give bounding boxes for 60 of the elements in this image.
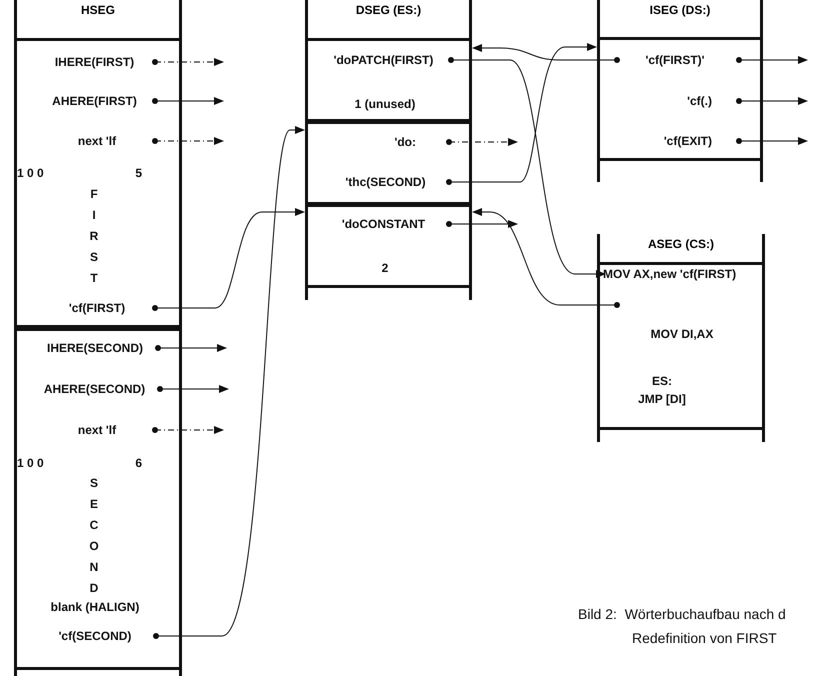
- pointer-arrow: [446, 138, 518, 146]
- record-block: [305, 121, 472, 205]
- memory-segment: [597, 234, 765, 442]
- pointer-arrow: [448, 57, 606, 278]
- pointer-arrow: [153, 126, 305, 639]
- pointer-arrow: [736, 97, 808, 105]
- record-block: [305, 38, 472, 122]
- pointer-dot: [614, 302, 620, 308]
- cell-value: 'cf(EXIT): [602, 132, 736, 150]
- segment-title: ASEG (CS:): [647, 237, 715, 251]
- cell-value: 1 0 0: [17, 165, 44, 182]
- cell-value: 'doCONSTANT: [321, 215, 446, 233]
- pointer-arrow: [152, 58, 224, 66]
- cell-value: IHERE(SECOND): [35, 339, 155, 357]
- vertical-name: S E C O N D: [88, 473, 100, 599]
- cell-value: 'do:: [323, 133, 446, 151]
- segment-title: DSEG (ES:): [354, 3, 422, 17]
- pointer-arrow: [152, 97, 224, 105]
- pointer-arrow: [155, 344, 227, 352]
- record-block: [597, 37, 763, 161]
- record-block: [14, 328, 182, 670]
- cell-value: MOV AX,new 'cf(FIRST): [603, 265, 760, 283]
- pointer-arrow: [736, 56, 808, 64]
- memory-segment: [305, 0, 472, 300]
- cell-value: next 'lf: [42, 132, 152, 150]
- memory-segment: [14, 0, 182, 676]
- vertical-name: F I R S T: [88, 184, 100, 289]
- figure-caption: Bild 2: Wörterbuchaufbau nach d Redefinition von FIRST: [578, 605, 786, 648]
- cell-value: 1 0 0: [17, 455, 44, 472]
- pointer-arrow: [152, 426, 224, 434]
- pointer-arrow: [472, 44, 620, 63]
- record-block: [14, 38, 182, 328]
- cell-value: ES: JMP [DI]: [617, 372, 707, 406]
- cell-value: 1 (unused): [337, 95, 433, 113]
- cell-value: 6: [135, 455, 142, 472]
- cell-value: 'cf(.): [602, 92, 736, 110]
- cell-value: 'cf(FIRST): [42, 299, 152, 317]
- pointer-arrow: [152, 137, 224, 145]
- pointer-arrow: [446, 220, 518, 228]
- cell-value: AHERE(SECOND): [32, 380, 157, 398]
- cell-value: blank (HALIGN): [37, 598, 153, 616]
- cell-value: IHERE(FIRST): [37, 53, 152, 71]
- cell-value: AHERE(FIRST): [37, 92, 152, 110]
- cell-value: 5: [135, 165, 142, 182]
- pointer-arrow: [736, 137, 808, 145]
- record-block: [305, 204, 472, 288]
- cell-value: next 'lf: [42, 421, 152, 439]
- pointer-arrow: [446, 43, 597, 185]
- cell-value: MOV DI,AX: [617, 325, 747, 343]
- memory-segment: [597, 0, 763, 182]
- pointer-arrow: [157, 385, 229, 393]
- cell-value: 2: [367, 259, 403, 277]
- pointer-arrow: [152, 208, 305, 311]
- cell-value: 'cf(FIRST)': [614, 51, 736, 69]
- cell-value: 'thc(SECOND): [325, 173, 446, 191]
- segment-title: ISEG (DS:): [648, 3, 712, 17]
- cell-value: 'doPATCH(FIRST): [319, 51, 448, 69]
- segment-title: HSEG: [80, 3, 116, 17]
- cell-value: 'cf(SECOND): [37, 627, 153, 645]
- record-block: [597, 262, 765, 430]
